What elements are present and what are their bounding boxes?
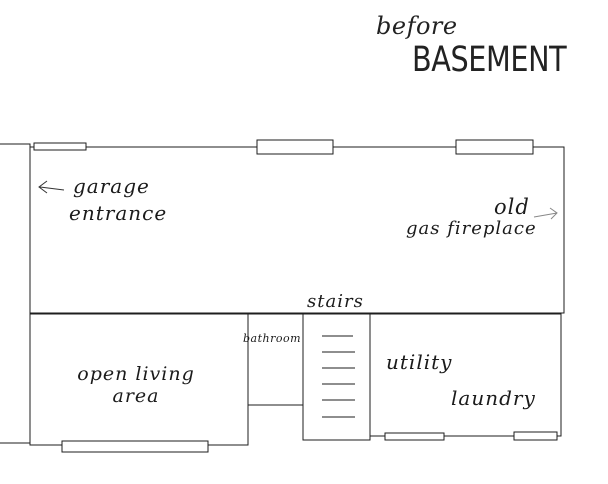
bathroom-wall [247,313,304,406]
window-bottom-utility-left [384,432,445,441]
title-prefix: before [376,12,458,40]
living-area-label-line1: open living [77,363,195,385]
fireplace-arrow-icon [533,207,558,220]
utility-label: utility [386,350,453,374]
garage-label-line2: entrance [69,201,168,225]
page-title: BASEMENT [412,40,567,80]
bathroom-label: bathroom [243,332,302,345]
window-top-right [455,139,534,155]
garage-wall [0,143,31,444]
fireplace-label-line1: old [494,195,530,219]
garage-arrow-icon [38,180,65,194]
window-bottom-utility-right [513,431,558,441]
living-area-label-line2: area [112,385,160,407]
stairwell-wall [302,313,371,441]
garage-label-line1: garage [73,174,150,198]
window-bottom-living [61,440,209,453]
laundry-label: laundry [451,386,536,410]
window-top-left [33,142,87,151]
window-top-center [256,139,334,155]
fireplace-label-line2: gas fireplace [406,218,537,239]
stairs-label: stairs [307,291,364,312]
utility-room-wall [369,313,562,437]
